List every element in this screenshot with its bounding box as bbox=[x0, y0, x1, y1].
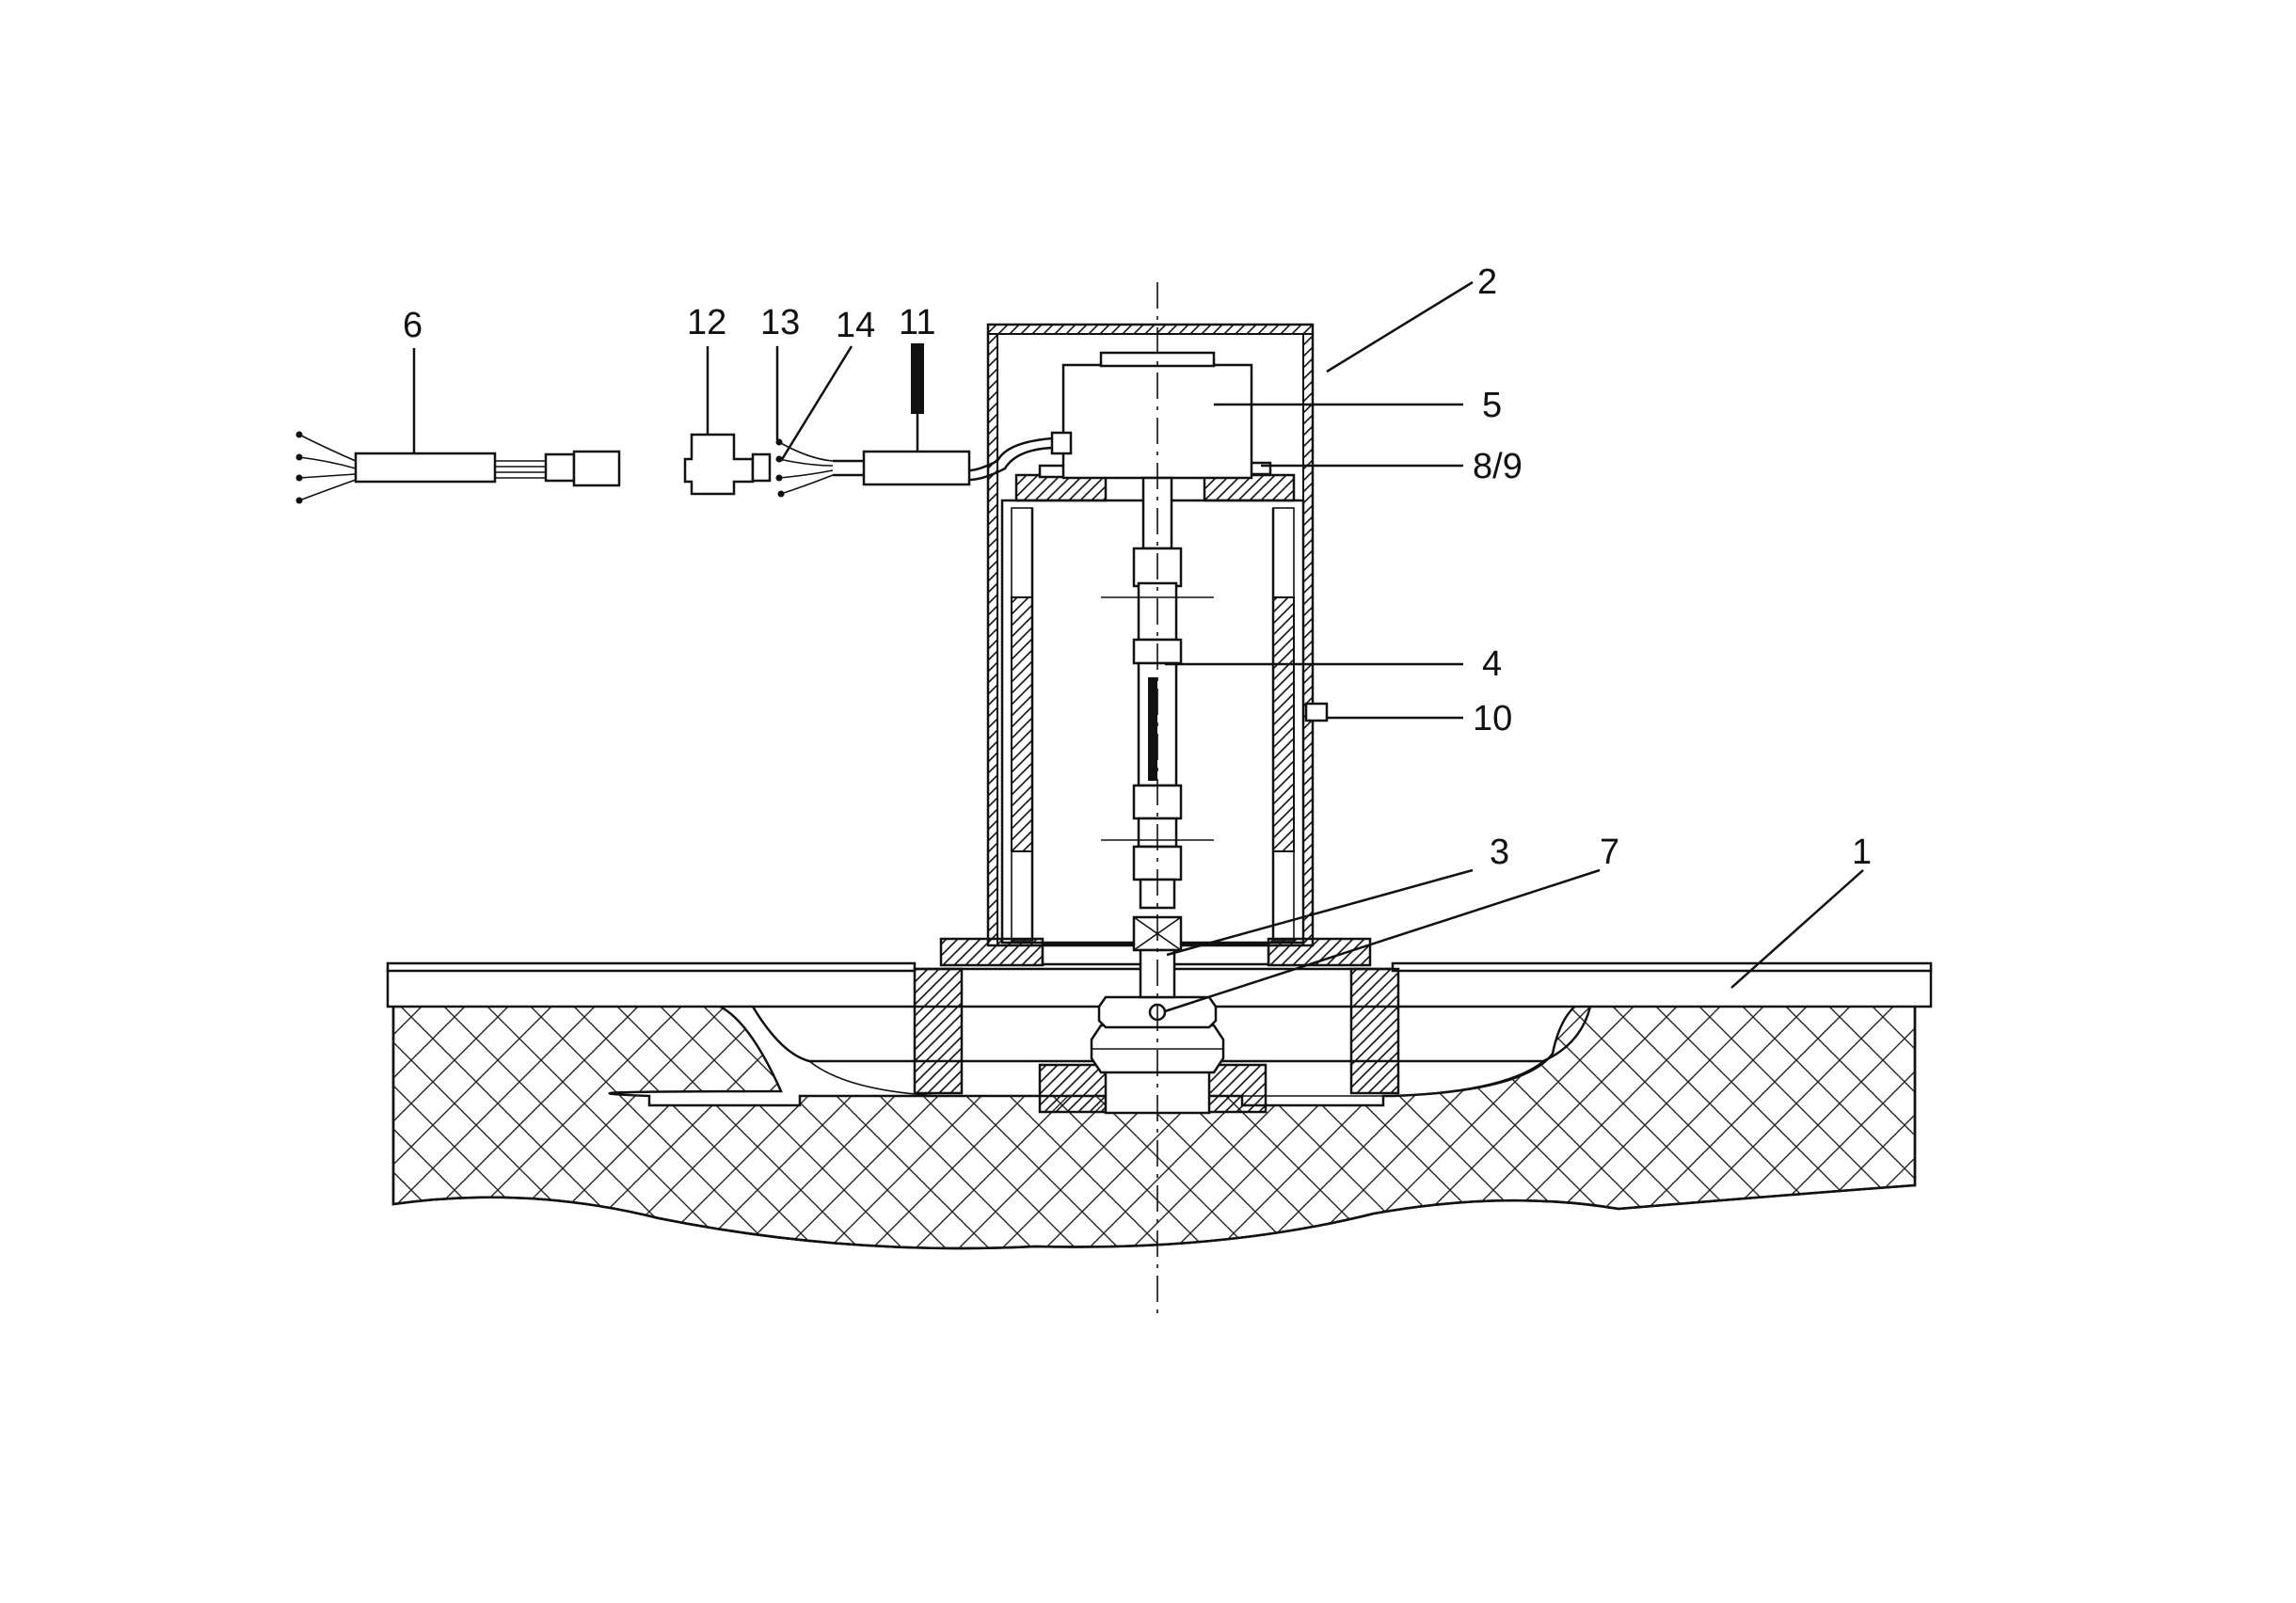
connector-plug-11 bbox=[833, 343, 971, 486]
load-cell bbox=[1050, 351, 1253, 480]
label-3: 3 bbox=[1490, 833, 1509, 872]
label-13: 13 bbox=[760, 303, 800, 342]
label-7: 7 bbox=[1600, 833, 1619, 872]
foundation-ground bbox=[391, 995, 1917, 1250]
part-labels: 2 5 8/9 4 10 3 7 1 6 12 13 14 11 bbox=[403, 262, 1872, 872]
cable-6 bbox=[295, 431, 621, 504]
label-11: 11 bbox=[899, 303, 935, 342]
inner-tube bbox=[1000, 499, 1305, 944]
label-14: 14 bbox=[836, 306, 875, 345]
label-8-9: 8/9 bbox=[1473, 447, 1523, 486]
socket-12 bbox=[683, 433, 772, 496]
sensor-cable bbox=[968, 436, 1053, 482]
label-12: 12 bbox=[687, 303, 726, 342]
label-2: 2 bbox=[1477, 262, 1497, 302]
label-1: 1 bbox=[1852, 833, 1872, 872]
label-4: 4 bbox=[1482, 644, 1502, 684]
label-6: 6 bbox=[403, 306, 423, 345]
housing-bolt bbox=[1304, 702, 1329, 722]
leader-lines bbox=[412, 280, 1864, 1013]
label-10: 10 bbox=[1473, 699, 1512, 738]
label-5: 5 bbox=[1482, 386, 1502, 425]
anchor-nut bbox=[1038, 995, 1268, 1115]
wire-ends bbox=[775, 438, 834, 498]
